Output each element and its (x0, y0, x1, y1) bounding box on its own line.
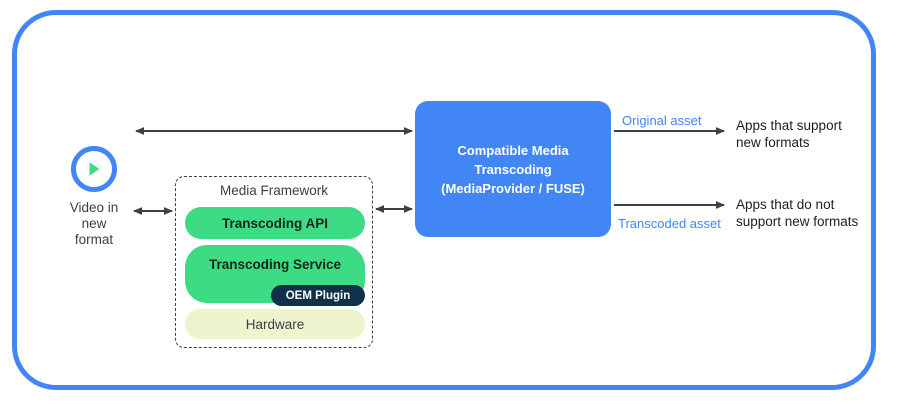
compatible-media-transcoding-box: Compatible Media Transcoding (MediaProvi… (415, 101, 611, 237)
oem-plugin-badge: OEM Plugin (271, 285, 365, 306)
transcoded-asset-label: Transcoded asset (618, 216, 721, 231)
video-source-group: Video in new format (52, 146, 136, 248)
apps-not-supporting-new-formats-label: Apps that do not support new formats (736, 197, 859, 229)
play-circle-icon (71, 146, 117, 192)
hardware-layer: Hardware (185, 309, 365, 339)
transcoding-api-layer: Transcoding API (185, 207, 365, 239)
original-asset-label: Original asset (622, 113, 702, 128)
apps-supporting-new-formats-label: Apps that support new formats (736, 118, 842, 150)
video-source-label: Video in new format (69, 200, 119, 247)
outer-frame-border (12, 10, 876, 390)
media-framework-box: Media Framework Transcoding API Transcod… (175, 176, 373, 348)
media-framework-title: Media Framework (219, 183, 329, 198)
